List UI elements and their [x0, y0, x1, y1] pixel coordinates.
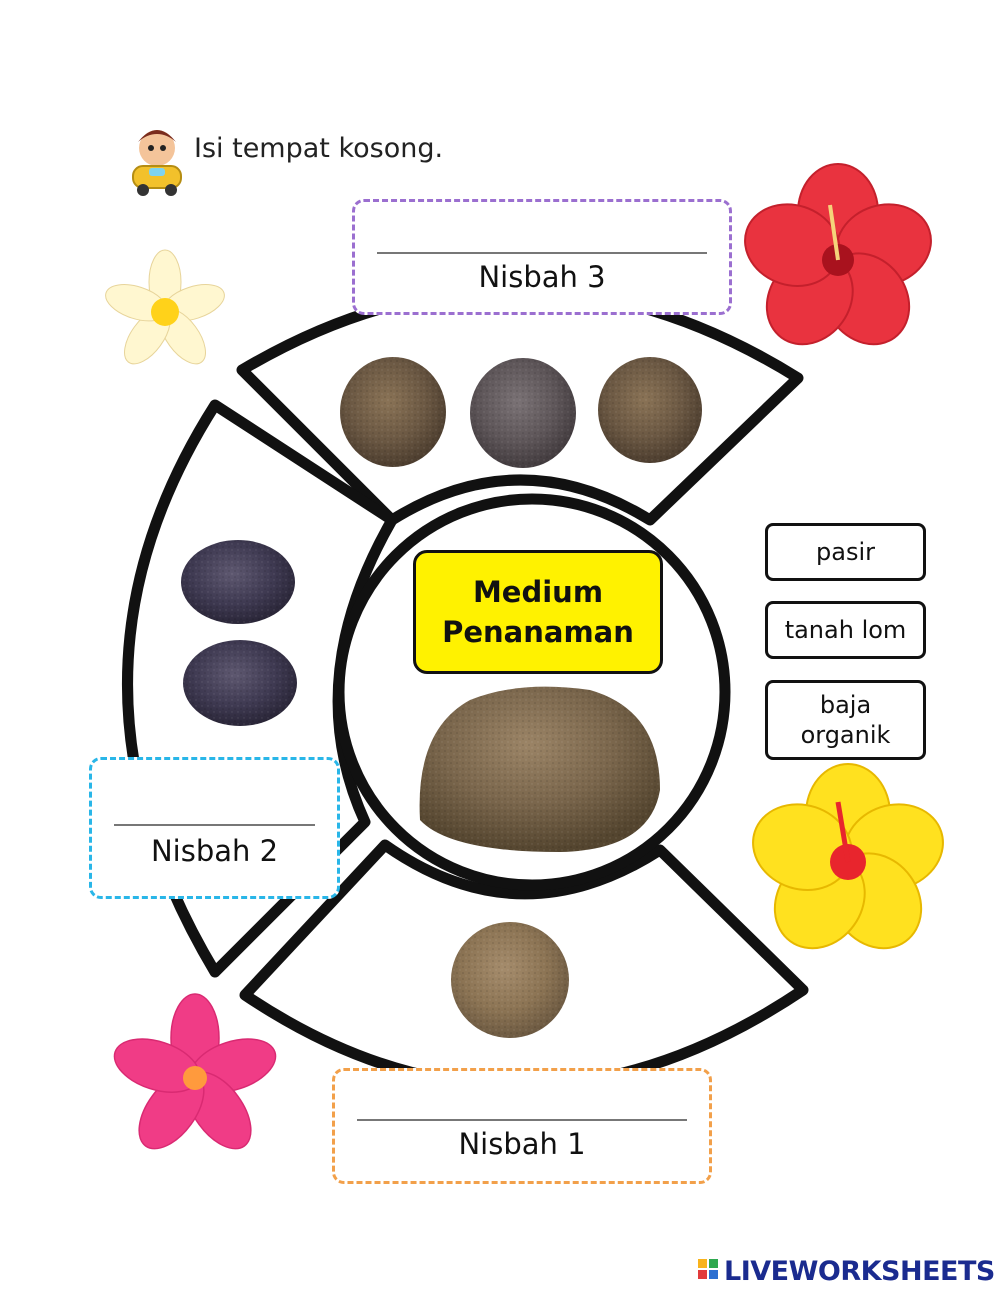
ratio-2-input[interactable] [114, 786, 315, 822]
soil-sample-3 [598, 357, 702, 463]
yellow-hibiscus-icon [752, 763, 944, 950]
title-line-1: Medium [472, 575, 604, 609]
ratio-3-answer-line [377, 252, 707, 254]
ratio-3-answer-box: Nisbah 3 [352, 199, 732, 315]
word-card-label-line-2: organik [800, 721, 891, 749]
ratio-3-label: Nisbah 3 [478, 260, 606, 294]
red-hibiscus-icon [744, 163, 932, 346]
organic-sample-1 [181, 540, 295, 624]
planting-medium-mound [419, 686, 660, 852]
ratio-2-label: Nisbah 2 [150, 834, 279, 868]
plumeria-flower-icon [105, 249, 225, 365]
ratio-1-answer-line [357, 1119, 687, 1121]
organic-sample-2 [183, 640, 297, 726]
instruction-text: Isi tempat kosong. [194, 133, 444, 164]
ratio-1-input[interactable] [357, 1081, 687, 1117]
soil-sample-1 [340, 357, 446, 467]
word-card-baja-organik[interactable]: baja organik [765, 680, 926, 760]
word-card-label: pasir [816, 538, 875, 566]
ratio-2-answer-box: Nisbah 2 [89, 757, 340, 899]
liveworksheets-logo-icon [698, 1259, 718, 1279]
word-card-label: tanah lom [784, 616, 907, 644]
word-card-label-line-1: baja [819, 691, 872, 719]
title-line-2: Penanaman [442, 615, 634, 649]
planting-medium-title: Medium Penanaman [413, 550, 663, 674]
word-card-tanah-lom[interactable]: tanah lom [765, 601, 926, 659]
word-card-pasir[interactable]: pasir [765, 523, 926, 581]
boy-in-car-icon [132, 130, 182, 196]
ratio-3-input[interactable] [377, 214, 707, 250]
ratio-2-answer-line [114, 824, 315, 826]
ratio-1-label: Nisbah 1 [458, 1127, 586, 1161]
pink-plumeria-icon [113, 993, 277, 1150]
brand-text: LIVEWORKSHEETS [724, 1256, 995, 1287]
liveworksheets-brand[interactable]: LIVEWORKSHEETS [724, 1256, 995, 1287]
ratio-1-answer-box: Nisbah 1 [332, 1068, 712, 1184]
soil-sample-2 [470, 358, 576, 468]
sand-sample [451, 922, 569, 1038]
